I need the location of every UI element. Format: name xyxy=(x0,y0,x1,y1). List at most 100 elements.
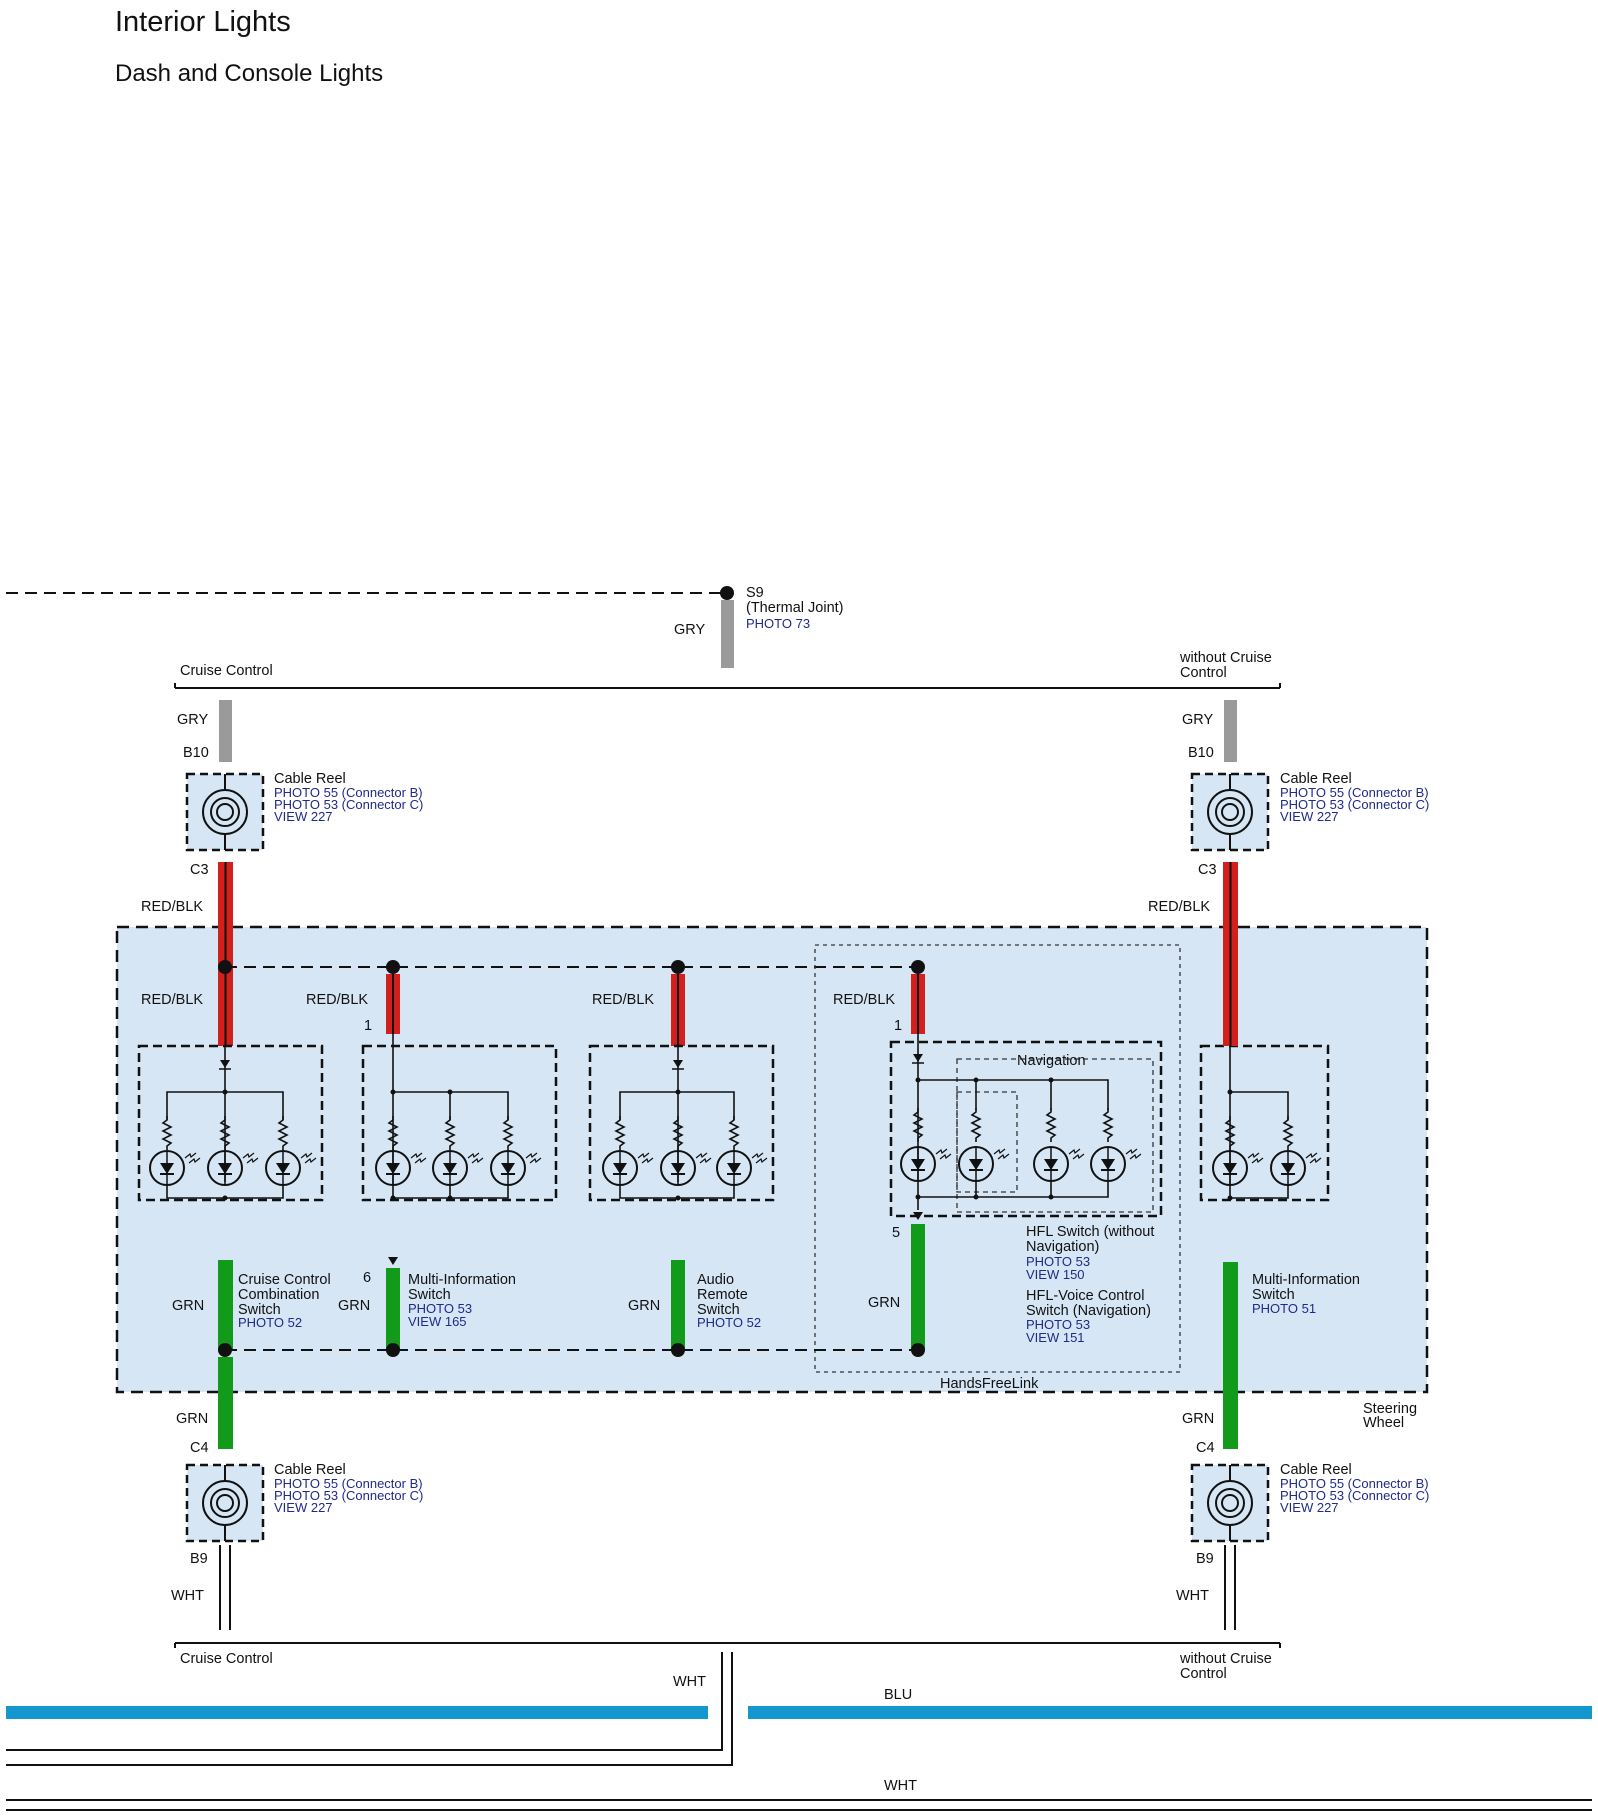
splice-name: S9 xyxy=(746,585,764,601)
wire-label-grn-multi: GRN xyxy=(338,1298,370,1314)
cable-reel-bottom-left-ref2: PHOTO 53 (Connector C) xyxy=(274,1488,423,1503)
multi-info-line1: Multi-Information xyxy=(408,1272,516,1288)
wire-label-redblk-right: RED/BLK xyxy=(1148,899,1210,915)
pin-c4-left: C4 xyxy=(190,1440,209,1456)
splice-photo: PHOTO 73 xyxy=(746,616,810,631)
hfl-line2: Navigation) xyxy=(1026,1239,1099,1255)
cruise-combo-line2: Combination xyxy=(238,1287,319,1303)
junction-top-4 xyxy=(911,960,925,974)
junction-bottom-3 xyxy=(671,1343,685,1357)
junction-bottom-1 xyxy=(218,1343,232,1357)
cruise-combo-line3: Switch xyxy=(238,1302,281,1318)
cable-reel-top-right-ref3: VIEW 227 xyxy=(1280,809,1339,824)
wire-wht-common xyxy=(6,1652,733,1766)
wire-label-grn-left-outer: GRN xyxy=(176,1411,208,1427)
wire-label-grn-right: GRN xyxy=(1182,1411,1214,1427)
pin-c3-left: C3 xyxy=(190,862,209,878)
steering-label-1: Steering xyxy=(1363,1401,1417,1417)
wire-gry-s9 xyxy=(721,600,734,668)
pin-hfl-in: 1 xyxy=(894,1018,902,1034)
wire-label-wht-right: WHT xyxy=(1176,1588,1209,1604)
option-no-cruise-top-1: without Cruise xyxy=(1179,650,1272,666)
wire-blu-right xyxy=(748,1706,1592,1719)
wire-label-gry-left: GRY xyxy=(177,712,208,728)
hfl-line1: HFL Switch (without xyxy=(1026,1224,1154,1240)
hfl-ref1: PHOTO 53 xyxy=(1026,1254,1090,1269)
cable-reel-bottom-right xyxy=(1190,1463,1270,1543)
hfl-voice-line1: HFL-Voice Control xyxy=(1026,1288,1144,1304)
cable-reel-top-right xyxy=(1190,772,1270,852)
pin-multi-out: 6 xyxy=(363,1270,371,1286)
wire-redblk-audio xyxy=(671,974,685,1046)
wire-label-redblk-hfl: RED/BLK xyxy=(833,992,895,1008)
wire-label-redblk-left-outer: RED/BLK xyxy=(141,899,203,915)
cable-reel-top-left-ref3: VIEW 227 xyxy=(274,809,333,824)
wire-label-grn-hfl: GRN xyxy=(868,1295,900,1311)
pin-c3-right: C3 xyxy=(1198,862,1217,878)
multi-info-right-line1: Multi-Information xyxy=(1252,1272,1360,1288)
audio-line2: Remote xyxy=(697,1287,748,1303)
navigation-subgroup xyxy=(956,1058,1154,1213)
multi-info-right-ref: PHOTO 51 xyxy=(1252,1301,1316,1316)
pin-hfl-out: 5 xyxy=(892,1225,900,1241)
audio-line1: Audio xyxy=(697,1272,734,1288)
pin-c4-right: C4 xyxy=(1196,1440,1215,1456)
wire-grn-hfl xyxy=(911,1224,925,1350)
junction-bottom-2 xyxy=(386,1343,400,1357)
wire-label-redblk-left-inner: RED/BLK xyxy=(141,992,203,1008)
cable-reel-top-left xyxy=(185,772,265,852)
junction-top-1 xyxy=(218,960,232,974)
wire-blu-left xyxy=(6,1706,708,1719)
hfl-voice-ref2: VIEW 151 xyxy=(1026,1330,1085,1345)
switch-hfl xyxy=(889,1034,1163,1220)
wire-wht-right xyxy=(1224,1545,1236,1630)
wire-gry-right xyxy=(1224,700,1237,762)
wire-grn-cruise-combo xyxy=(218,1260,233,1350)
wire-redblk-right-main xyxy=(1223,862,1238,1046)
cruise-combo-ref: PHOTO 52 xyxy=(238,1315,302,1330)
wire-grn-multi-info xyxy=(386,1268,400,1350)
option-cruise-bottom: Cruise Control xyxy=(180,1651,273,1667)
wire-label-blu: BLU xyxy=(884,1687,912,1703)
multi-info-line2: Switch xyxy=(408,1287,451,1303)
multi-info-right-line2: Switch xyxy=(1252,1287,1295,1303)
cable-reel-bottom-right-ref1: PHOTO 55 (Connector B) xyxy=(1280,1476,1429,1491)
cable-reel-bottom-right-ref2: PHOTO 53 (Connector C) xyxy=(1280,1488,1429,1503)
cable-reel-top-left-ref2: PHOTO 53 (Connector C) xyxy=(274,797,423,812)
wire-wht-left xyxy=(219,1545,231,1630)
pin-b9-right: B9 xyxy=(1196,1551,1214,1567)
cable-reel-top-right-name: Cable Reel xyxy=(1280,771,1352,787)
option-no-cruise-bottom-2: Control xyxy=(1180,1666,1227,1682)
hfl-navigation-label: Navigation xyxy=(1017,1053,1086,1069)
cable-reel-bottom-right-name: Cable Reel xyxy=(1280,1462,1352,1478)
handsfreelink-group xyxy=(814,944,1181,1373)
option-no-cruise-bottom-1: without Cruise xyxy=(1179,1651,1272,1667)
audio-line3: Switch xyxy=(697,1302,740,1318)
cable-reel-bottom-left xyxy=(185,1463,265,1543)
wire-label-redblk-multi: RED/BLK xyxy=(306,992,368,1008)
multi-info-ref2: VIEW 165 xyxy=(408,1314,467,1329)
option-cruise-top: Cruise Control xyxy=(180,663,273,679)
switch-multi-information-right xyxy=(1199,1044,1330,1202)
cable-reel-bottom-left-ref3: VIEW 227 xyxy=(274,1500,333,1515)
pin-b9-left: B9 xyxy=(190,1551,208,1567)
wire-label-wht-bottom: WHT xyxy=(884,1778,917,1794)
hfl-voice-line2: Switch (Navigation) xyxy=(1026,1303,1151,1319)
wire-grn-audio xyxy=(671,1260,685,1350)
page-subtitle: Dash and Console Lights xyxy=(115,60,384,87)
switch-audio-remote xyxy=(588,1044,775,1202)
page-title: Interior Lights xyxy=(115,6,291,38)
wire-redblk-hfl xyxy=(911,974,925,1034)
wire-label-gry-s9: GRY xyxy=(674,622,705,638)
wire-label-gry-right: GRY xyxy=(1182,712,1213,728)
multi-info-ref1: PHOTO 53 xyxy=(408,1301,472,1316)
handsfreelink-label: HandsFreeLink xyxy=(940,1376,1039,1392)
cable-reel-bottom-left-name: Cable Reel xyxy=(274,1462,346,1478)
wire-label-redblk-audio: RED/BLK xyxy=(592,992,654,1008)
hfl-voice-ref1: PHOTO 53 xyxy=(1026,1317,1090,1332)
audio-ref: PHOTO 52 xyxy=(697,1315,761,1330)
junction-top-2 xyxy=(386,960,400,974)
steering-label-2: Wheel xyxy=(1363,1415,1404,1431)
splice-s9 xyxy=(720,586,734,600)
